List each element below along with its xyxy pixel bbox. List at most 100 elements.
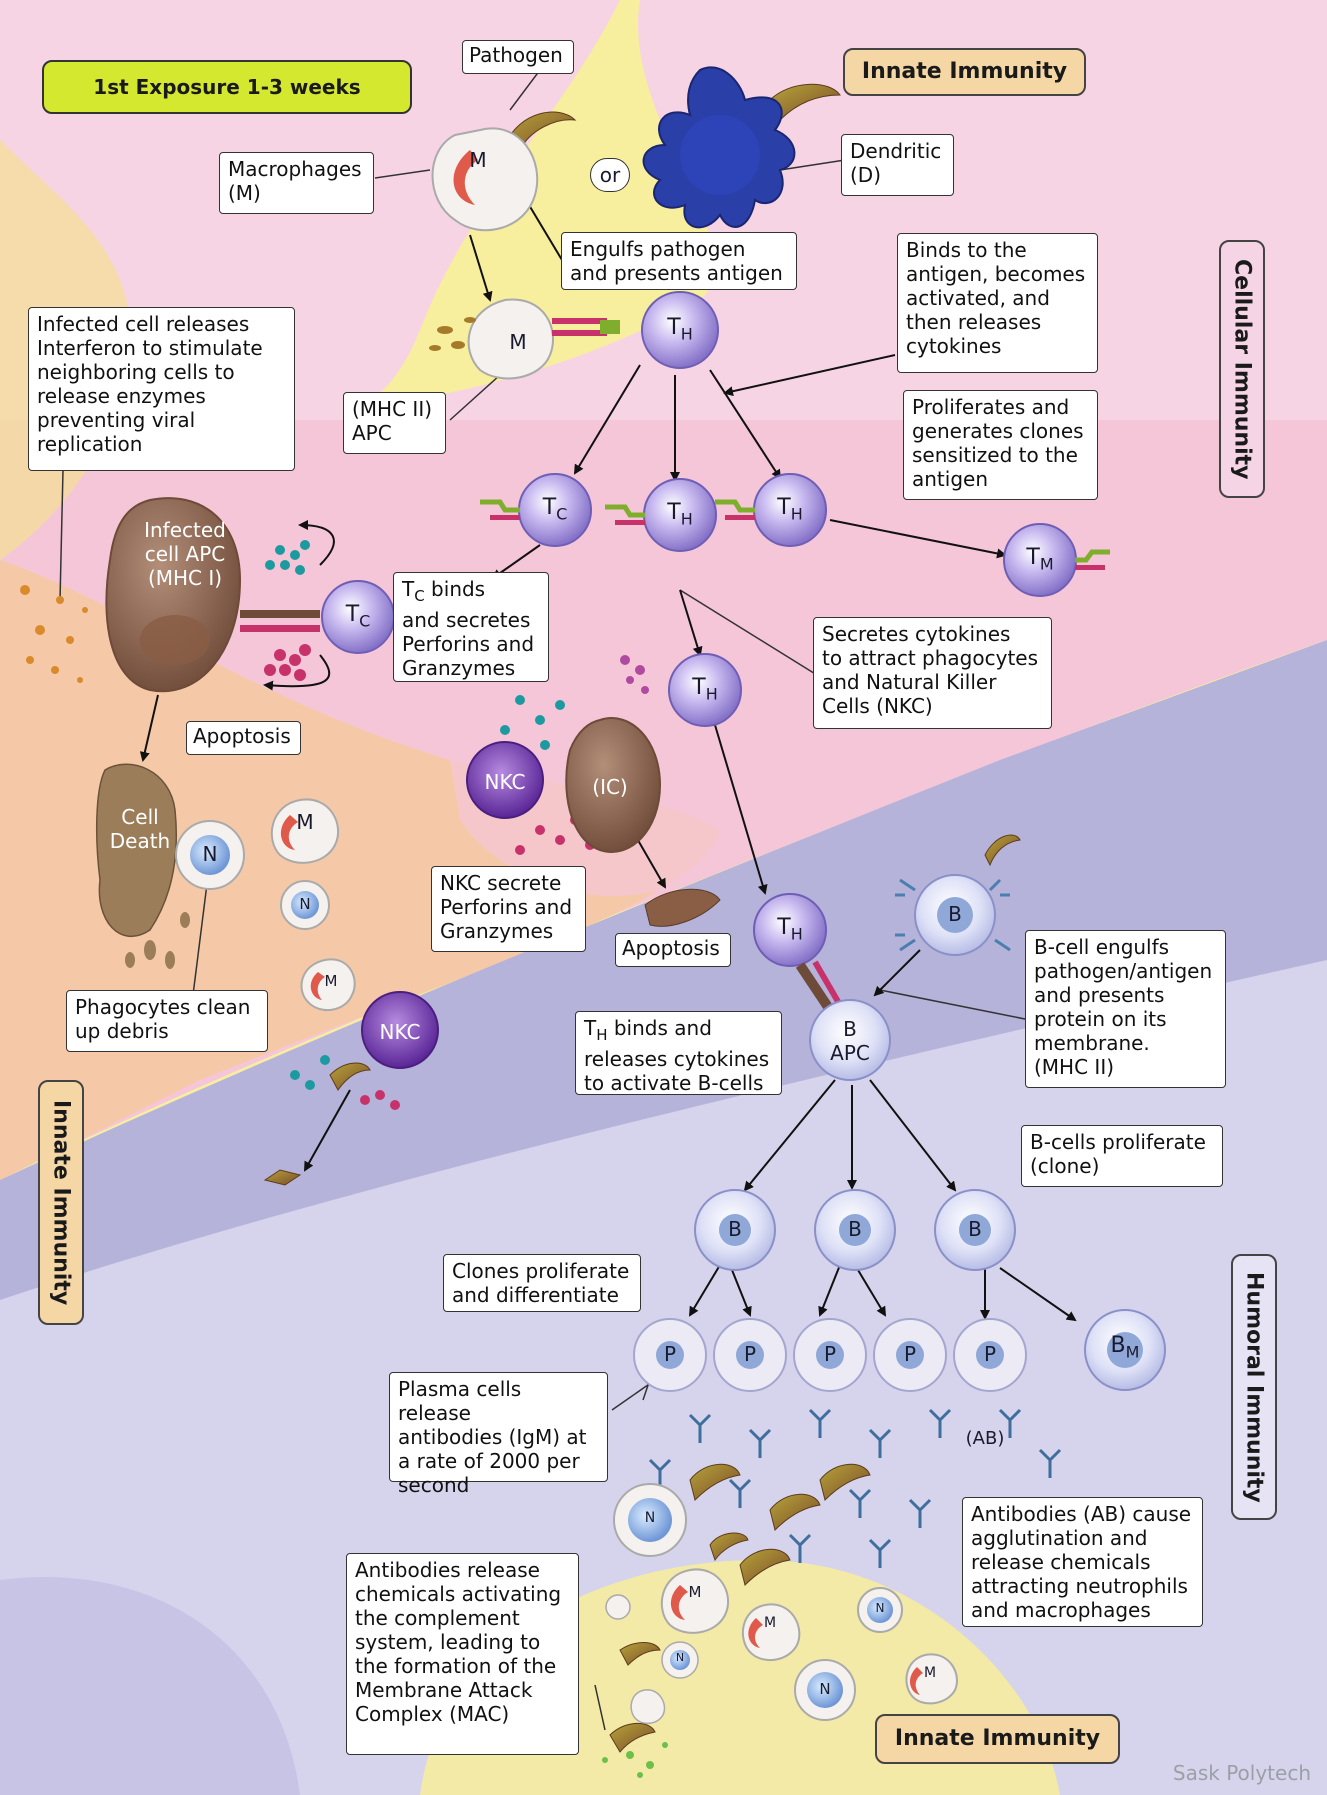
label-t-memory: TM [1015,545,1065,573]
t-cell-row [480,473,1110,597]
th-binds-sub: H [596,1026,608,1044]
phagocytes-left [175,798,356,1011]
callout-proliferates: Proliferates and generates clones sensit… [903,390,1098,500]
label-t-helper-5: TH [765,915,815,943]
label-t-helper-3: TH [765,495,815,523]
cell-death [96,763,190,969]
antibodies [648,1408,1062,1568]
section-cellular-text: Cellular Immunity [1229,258,1255,480]
callout-dendritic: Dendritic (D) [841,134,954,196]
label-b-clone-2: B [848,1217,862,1241]
label-neutrophil-bottom-2: N [875,1601,885,1615]
section-humoral: Humoral Immunity [1231,1254,1277,1520]
label-infected-cell-short: (IC) [592,775,628,799]
label-t-helper-3-t: T [777,495,791,520]
b-cells [694,874,1166,1391]
callout-binds-antigen: Binds to the antigen, becomes activated,… [897,233,1098,373]
section-humoral-text: Humoral Immunity [1241,1271,1267,1503]
exposure-label: 1st Exposure 1-3 weeks [42,60,412,114]
label-t-helper-main-sub: H [680,324,693,344]
callout-apoptosis-1: Apoptosis [186,721,301,755]
th-binds-rest: binds and releases cytokines to activate… [584,1016,770,1095]
label-or: or [590,158,630,192]
callout-antibodies-agglutination: Antibodies (AB) cause agglutination and … [962,1497,1203,1627]
section-innate-bottom: Innate Immunity [875,1714,1120,1764]
label-b-memory-sub: M [1125,1342,1140,1362]
label-macrophage-bottom-2: M [763,1615,777,1631]
label-b-clone-1: B [728,1217,742,1241]
label-neutrophil-bottom-1: N [644,1510,656,1526]
callout-bcells-proliferate: B-cells proliferate (clone) [1021,1125,1223,1187]
label-macrophage-bottom-1: M [688,1583,702,1601]
label-macrophage-top: M [469,148,487,172]
t-helper-main [641,291,719,369]
label-nkc-1: NKC [484,770,526,794]
label-t-helper-main-t: T [667,315,681,340]
callout-macrophages: Macrophages (M) [219,152,374,214]
callout-clones-proliferate: Clones proliferate and differentiate [443,1254,641,1312]
label-cell-death: Cell Death [109,805,171,853]
label-macrophage-left: M [296,810,314,834]
credit-text: Sask Polytech [1172,1761,1311,1785]
macrophage-top [431,127,539,232]
label-t-cytotoxic-2: TC [333,602,383,630]
label-t-memory-t: T [1026,545,1040,570]
t-helper-chain [620,653,843,1013]
label-t-cytotoxic-1: TC [530,495,580,523]
label-t-cytotoxic-2-sub: C [359,611,371,631]
label-t-helper-2: TH [655,500,705,528]
label-plasma-5: P [983,1342,997,1366]
callout-tc-binds: TC binds and secretes Perforins and Gran… [393,572,549,682]
dendritic-cell [642,66,796,229]
label-t-helper-3-sub: H [790,504,803,524]
label-neutrophil-2: N [299,895,311,913]
label-neutrophil-1: N [202,842,218,866]
label-t-cytotoxic-1-sub: C [556,504,568,524]
th-binds-t: T [584,1016,597,1040]
section-innate-top: Innate Immunity [843,48,1086,96]
label-macrophage-bottom-3: M [923,1665,937,1681]
label-t-cytotoxic-2-t: T [345,602,360,627]
label-t-helper-main: TH [655,315,705,343]
callout-nkc-secrete: NKC secrete Perforins and Granzymes [431,866,586,952]
label-nkc-2: NKC [379,1020,421,1044]
tc-binds-sub: C [414,587,425,605]
label-plasma-4: P [903,1342,917,1366]
callout-bcell-engulfs: B-cell engulfs pathogen/antigen and pres… [1025,930,1226,1088]
callout-plasma-cells: Plasma cells release antibodies (IgM) at… [389,1372,608,1497]
label-b-clone-3: B [968,1217,982,1241]
label-plasma-3: P [823,1342,837,1366]
label-plasma-2: P [743,1342,757,1366]
label-b-memory-b: B [1110,1333,1126,1358]
callout-interferon: Infected cell releases Interferon to sti… [28,307,295,471]
label-t-helper-2-sub: H [680,509,693,529]
label-t-cytotoxic-1-t: T [542,495,557,520]
tc-binds-t: T [402,577,415,601]
label-t-helper-5-t: T [777,915,791,940]
label-t-helper-4-t: T [692,675,706,700]
phagocytes-bottom [602,1483,958,1778]
label-t-helper-4-sub: H [705,684,718,704]
tc-binds-rest: binds and secretes Perforins and Granzym… [402,577,535,680]
label-t-helper-5-sub: H [790,924,803,944]
label-t-memory-sub: M [1039,554,1054,574]
callout-pathogen: Pathogen [462,40,574,74]
label-macrophage-apc: M [509,330,527,354]
section-cellular: Cellular Immunity [1219,240,1265,498]
callout-apoptosis-2: Apoptosis [615,933,731,967]
callout-antibodies-complement: Antibodies release chemicals activating … [346,1553,579,1755]
callout-th-binds: TH binds and releases cytokines to activ… [575,1011,782,1095]
label-antibody: (AB) [965,1428,1005,1449]
section-innate-left: Innate Immunity [38,1080,84,1325]
callout-mhc2-apc: (MHC II) APC [343,392,446,454]
plasma-cells [633,1318,1027,1392]
label-infected-cell: Infected cell APC (MHC I) [144,518,226,590]
callout-engulfs: Engulfs pathogen and presents antigen [561,232,797,290]
label-t-helper-4: TH [680,675,730,703]
label-neutrophil-bottom-3: N [819,1680,831,1698]
macrophage-apc [429,298,620,380]
callout-secretes-cytokines: Secretes cytokines to attract phagocytes… [813,617,1052,729]
callout-phagocytes: Phagocytes clean up debris [66,990,268,1052]
nkc-cells [290,695,721,1110]
label-plasma-1: P [663,1342,677,1366]
